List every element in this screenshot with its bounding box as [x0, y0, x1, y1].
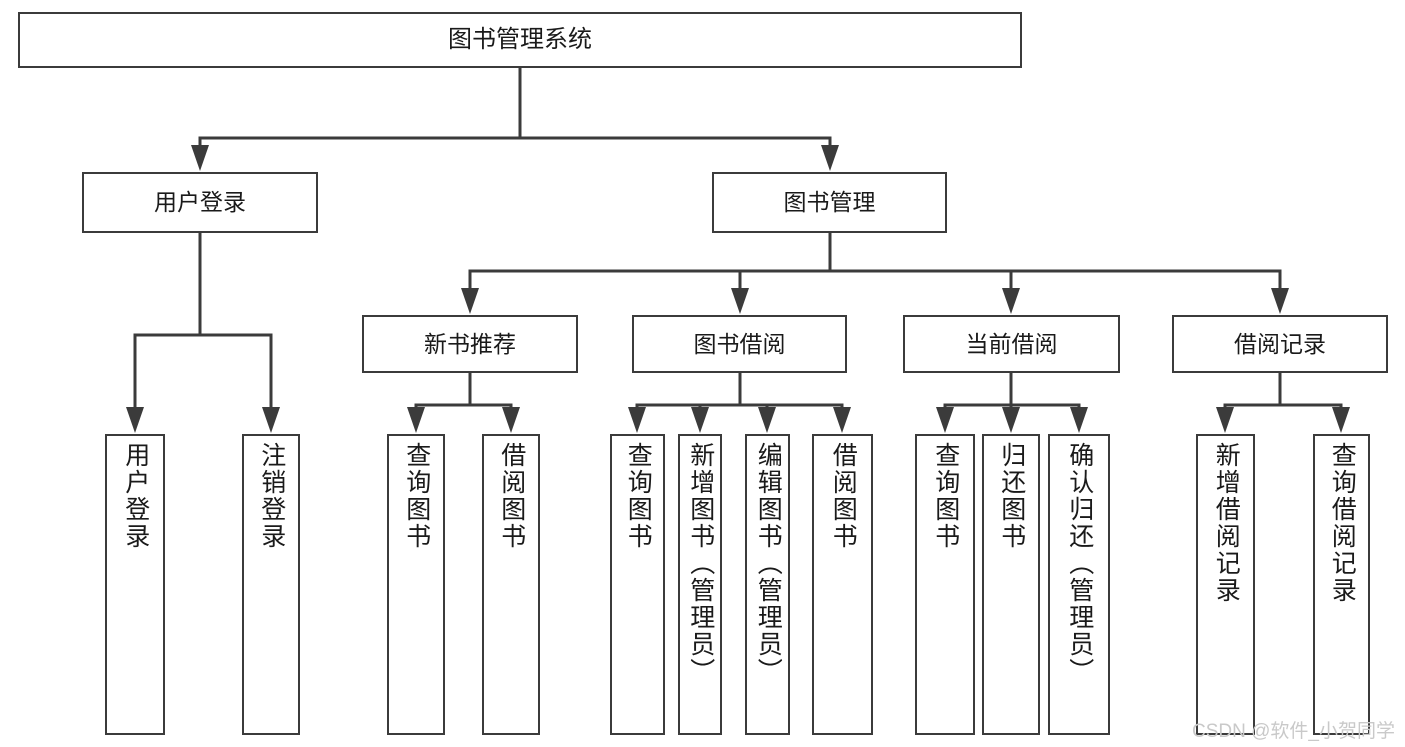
connector-current-borrow-to-leaf-confirm-return: [1011, 403, 1088, 433]
node-label: 查询图书: [624, 442, 653, 550]
node-label: 查询图书: [931, 442, 960, 550]
arrow-head-icon: [126, 407, 144, 433]
node-label: 新增借阅记录: [1212, 442, 1241, 604]
node-label: 归还图书: [997, 442, 1026, 550]
arrow-head-icon: [758, 407, 776, 433]
node-label: 借阅图书: [497, 442, 526, 550]
arrow-head-icon: [821, 145, 839, 171]
node-current-borrow[interactable]: 当前借阅: [903, 315, 1120, 373]
node-book-borrow[interactable]: 图书借阅: [632, 315, 847, 373]
connector-book-borrow-to-leaf-add-book: [691, 403, 740, 433]
node-borrow-record[interactable]: 借阅记录: [1172, 315, 1388, 373]
arrow-head-icon: [691, 407, 709, 433]
connector-book-borrow-to-leaf-borrow-book-2: [740, 403, 851, 433]
node-label: 新书推荐: [424, 330, 516, 357]
node-leaf-borrow-book-1[interactable]: 借阅图书: [482, 434, 540, 735]
node-label: 当前借阅: [965, 330, 1058, 357]
node-leaf-query-record[interactable]: 查询借阅记录: [1313, 434, 1370, 735]
arrow-head-icon: [262, 407, 280, 433]
arrow-head-icon: [628, 407, 646, 433]
node-label: 查询借阅记录: [1328, 442, 1357, 604]
arrow-head-icon: [1002, 288, 1020, 314]
connector-book-manage-to-current-borrow: [830, 269, 1020, 314]
node-leaf-user-logout[interactable]: 注销登录: [242, 434, 300, 735]
arrow-head-icon: [1002, 407, 1020, 433]
node-leaf-query-book-1[interactable]: 查询图书: [387, 434, 445, 735]
arrow-head-icon: [1216, 407, 1234, 433]
node-label: 图书管理: [783, 189, 876, 216]
node-leaf-query-book-2[interactable]: 查询图书: [610, 434, 665, 735]
connector-root-to-book-manage: [520, 136, 839, 171]
arrow-head-icon: [731, 288, 749, 314]
arrow-head-icon: [1332, 407, 1350, 433]
node-leaf-user-login[interactable]: 用户登录: [105, 434, 165, 735]
node-label: 查询图书: [402, 442, 431, 550]
node-leaf-return-book[interactable]: 归还图书: [982, 434, 1040, 735]
connector-new-book-recommend-to-leaf-borrow-book-1: [470, 403, 520, 433]
node-leaf-add-book[interactable]: 新增图书（管理员）: [678, 434, 722, 735]
arrow-head-icon: [502, 407, 520, 433]
node-label: 编辑图书（管理员）: [754, 442, 783, 685]
connector-book-manage-to-new-book-recommend: [461, 269, 830, 314]
node-label: 借阅图书: [829, 442, 858, 550]
node-label: 借阅记录: [1234, 330, 1326, 357]
connector-book-manage-to-borrow-record: [830, 269, 1289, 314]
node-label: 图书借阅: [693, 330, 786, 357]
node-label: 用户登录: [154, 189, 246, 216]
node-new-book-recommend[interactable]: 新书推荐: [362, 315, 578, 373]
connector-current-borrow-to-leaf-query-book-3: [936, 403, 1011, 433]
node-label: 图书管理系统: [448, 26, 592, 54]
connector-borrow-record-to-leaf-add-record: [1216, 403, 1280, 433]
node-leaf-add-record[interactable]: 新增借阅记录: [1196, 434, 1255, 735]
node-label: 用户登录: [121, 442, 150, 550]
arrow-head-icon: [1271, 288, 1289, 314]
connector-current-borrow-to-leaf-return-book: [1002, 405, 1020, 433]
node-label: 新增图书（管理员）: [686, 442, 715, 685]
connector-book-borrow-to-leaf-query-book-2: [628, 403, 740, 433]
arrow-head-icon: [1070, 407, 1088, 433]
connector-user-login-to-leaf-user-logout: [200, 333, 280, 433]
node-leaf-query-book-3[interactable]: 查询图书: [915, 434, 975, 735]
connector-book-borrow-to-leaf-edit-book: [740, 403, 776, 433]
connector-new-book-recommend-to-leaf-query-book-1: [407, 403, 470, 433]
node-leaf-edit-book[interactable]: 编辑图书（管理员）: [745, 434, 790, 735]
node-label: 确认归还（管理员）: [1065, 442, 1094, 685]
arrow-head-icon: [461, 288, 479, 314]
connector-book-manage-to-book-borrow: [731, 269, 830, 314]
arrow-head-icon: [191, 145, 209, 171]
arrow-head-icon: [936, 407, 954, 433]
connector-borrow-record-to-leaf-query-record: [1280, 403, 1350, 433]
node-leaf-confirm-return[interactable]: 确认归还（管理员）: [1048, 434, 1110, 735]
connector-root-to-user-login: [191, 136, 520, 171]
connector-user-login-to-leaf-user-login: [126, 333, 200, 433]
node-root[interactable]: 图书管理系统: [18, 12, 1022, 68]
node-label: 注销登录: [257, 442, 286, 550]
node-book-manage[interactable]: 图书管理: [712, 172, 947, 233]
arrow-head-icon: [407, 407, 425, 433]
node-leaf-borrow-book-2[interactable]: 借阅图书: [812, 434, 873, 735]
arrow-head-icon: [833, 407, 851, 433]
node-user-login[interactable]: 用户登录: [82, 172, 318, 233]
